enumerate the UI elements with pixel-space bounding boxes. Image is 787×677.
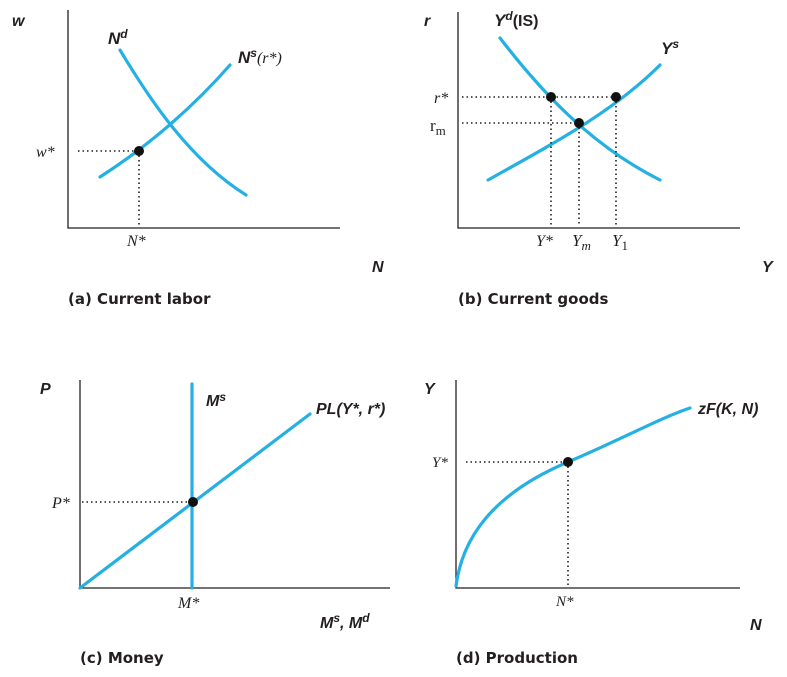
- panel-a-axes: [67, 10, 340, 229]
- panel-c-y-axis-label: P: [40, 381, 51, 398]
- labor-equilibrium-point: [134, 146, 144, 156]
- money-demand-label: PL(Y*, r*): [316, 401, 385, 418]
- panel-d-production: Y N zF(K, N) Y* N* (d) Production: [424, 380, 762, 667]
- goods-supply-curve: [486, 63, 662, 182]
- panel-a-y-axis-label: w: [12, 13, 26, 30]
- production-function-label: zF(K, N): [697, 401, 758, 418]
- w-star-label: w*: [36, 144, 55, 161]
- y-star-label-d: Y*: [432, 455, 448, 471]
- panel-b-y-axis-label: r: [424, 13, 431, 30]
- panel-c-money: P Ms, Md Ms PL(Y*, r*) P* M* (c) Money: [40, 380, 390, 667]
- n-star-label-a: N*: [126, 233, 146, 250]
- m-star-label: M*: [177, 595, 199, 612]
- panel-a-caption: (a) Current labor: [68, 290, 211, 308]
- panel-b-caption: (b) Current goods: [458, 290, 608, 308]
- panel-c-x-axis-label: Ms, Md: [320, 611, 370, 632]
- panel-a-current-labor: w N Nd Ns(r*) w* N* (a) Current labor: [12, 10, 384, 308]
- panel-b-axes: [457, 12, 740, 229]
- r-star-label: r*: [434, 90, 448, 107]
- panel-c-caption: (c) Money: [80, 649, 164, 667]
- y-m-label: Ym: [572, 231, 591, 253]
- production-point: [563, 457, 573, 467]
- is-curve-label: Yd(IS): [494, 9, 538, 30]
- labor-supply-label: Ns(r*): [238, 46, 282, 67]
- panel-b-current-goods: r Y Yd(IS) Ys r* rm Y* Ym Y1 (b) Current…: [424, 9, 774, 308]
- p-star-label: P*: [51, 495, 70, 512]
- panel-d-x-axis-label: N: [750, 617, 762, 634]
- goods-supply-label: Ys: [661, 37, 679, 58]
- is-curve: [498, 36, 662, 182]
- panel-d-caption: (d) Production: [456, 649, 578, 667]
- goods-market-clearing-point: [574, 118, 584, 128]
- y-1-label: Y1: [612, 231, 628, 253]
- money-equilibrium-point: [188, 497, 198, 507]
- production-function-curve: [454, 406, 692, 588]
- panel-a-x-axis-label: N: [372, 259, 384, 276]
- panel-d-axes: [455, 380, 740, 589]
- labor-demand-curve: [118, 48, 248, 197]
- n-star-label-d: N*: [555, 594, 574, 610]
- r-m-label: rm: [430, 116, 446, 138]
- panel-d-y-axis-label: Y: [424, 381, 436, 398]
- y-star-label: Y*: [536, 233, 553, 250]
- goods-supply-point: [611, 92, 621, 102]
- goods-demand-point: [546, 92, 556, 102]
- labor-supply-curve: [98, 63, 232, 179]
- money-supply-label: Ms: [206, 390, 226, 410]
- labor-demand-label: Nd: [108, 27, 128, 48]
- panel-b-x-axis-label: Y: [762, 259, 774, 276]
